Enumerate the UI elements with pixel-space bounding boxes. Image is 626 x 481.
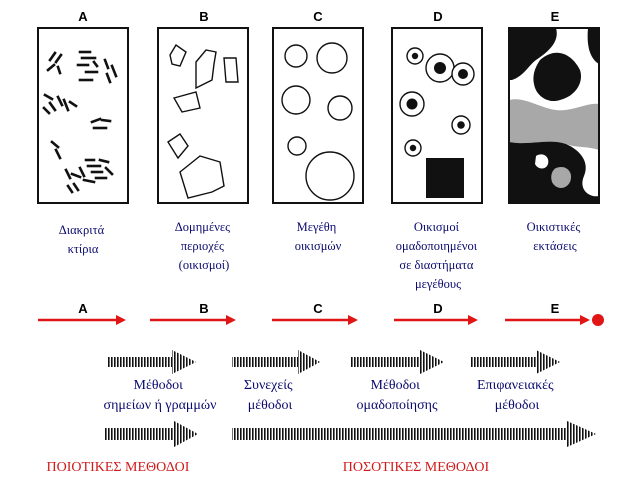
scale-end-dot — [592, 314, 604, 326]
panel-b-built-up-areas — [157, 27, 249, 204]
panel-letter-b: B — [199, 9, 208, 24]
caption-b: Δομημένες περιοχές (οικισμοί) — [175, 220, 233, 272]
panel-a-discrete-buildings — [37, 27, 129, 204]
method-label-grouping: Μέθοδοι ομαδοποίησης — [356, 378, 437, 413]
method-label-continuous: Συνεχείς μέθοδοι — [244, 378, 296, 413]
scale-arrows: A B C D E — [38, 301, 604, 326]
qualitative-methods-label: ΠΟΙΟΤΙΚΕΣ ΜΕΘΟΔΟΙ — [47, 460, 190, 475]
panel-e-settlement-extents — [508, 27, 600, 204]
caption-a: Διακριτά κτίρια — [59, 223, 108, 256]
method-arrow-1 — [107, 350, 196, 374]
panel-letter-e: E — [551, 9, 560, 24]
panel-letter-c: C — [313, 9, 323, 24]
panel-letter-a: A — [78, 9, 88, 24]
caption-c: Μεγέθη οικισμών — [295, 220, 342, 253]
scale-letter-b: B — [199, 301, 208, 316]
quantitative-arrow — [232, 421, 596, 447]
scale-letter-d: D — [433, 301, 442, 316]
method-arrow-2 — [232, 350, 320, 374]
method-arrow-4 — [470, 350, 560, 374]
quantitative-methods-label: ΠΟΣΟΤΙΚΕΣ ΜΕΘΟΔΟΙ — [343, 460, 490, 475]
scale-letter-c: C — [313, 301, 323, 316]
caption-e: Οικιστικές εκτάσεις — [527, 220, 584, 253]
panel-letter-d: D — [433, 9, 442, 24]
scale-letter-e: E — [551, 301, 560, 316]
method-label-areal: Επιφανειακές μέθοδοι — [477, 378, 557, 413]
panel-c-settlement-sizes — [272, 27, 364, 204]
method-label-point-line: Μέθοδοι σημείων ή γραμμών — [104, 378, 217, 413]
method-arrow-3 — [350, 350, 444, 374]
scale-letter-a: A — [78, 301, 88, 316]
panel-d-size-classes — [391, 27, 483, 204]
caption-d: Οικισμοί ομαδοποιημένοι σε διαστήματα με… — [396, 220, 480, 291]
qualitative-arrow — [104, 421, 198, 447]
